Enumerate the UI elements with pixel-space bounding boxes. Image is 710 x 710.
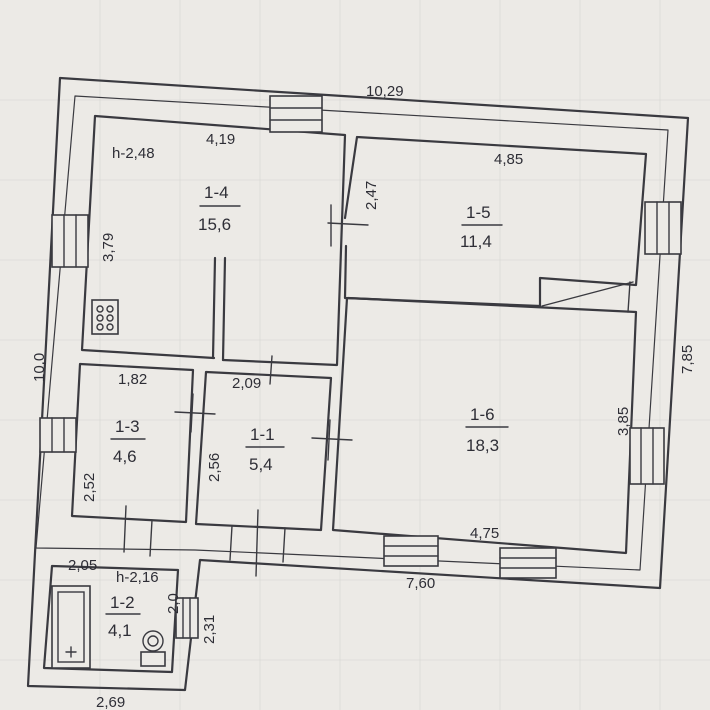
height-annex: h-2,16 — [116, 569, 159, 586]
room-1-2-id: 1-2 — [110, 593, 135, 612]
window-bottom-a — [383, 535, 439, 567]
room-1-1-area: 5,4 — [249, 455, 273, 474]
room-1-5-wall — [343, 135, 648, 308]
room-1-4-width: 4,19 — [206, 131, 235, 148]
room-1-4-area: 15,6 — [198, 215, 231, 234]
room-1-4-wall — [80, 114, 347, 367]
outer-bottom-dimension: 7,60 — [406, 575, 435, 592]
height-main: h-2,48 — [112, 145, 155, 162]
room-1-4-depth: 3,79 — [100, 233, 117, 262]
room-1-2-depth: 2,0 — [165, 593, 182, 614]
partition-1-4b — [221, 256, 227, 362]
window-left-lower — [39, 417, 77, 453]
room-1-6-depth: 3,85 — [615, 407, 632, 436]
room-1-3-width: 1,82 — [118, 371, 147, 388]
room-1-2-wall — [42, 564, 180, 674]
toilet-icon — [140, 630, 166, 667]
room-1-1-depth: 2,56 — [206, 453, 223, 482]
room-1-3-wall — [70, 362, 195, 524]
room-1-1-width: 2,09 — [232, 375, 261, 392]
room-1-2-annex-depth: 2,31 — [201, 615, 218, 644]
stair-diagonal — [541, 281, 634, 307]
stair-edge — [627, 281, 631, 313]
window-bottom-b — [499, 547, 557, 579]
annex-bottom-dimension: 2,69 — [96, 694, 125, 710]
room-1-5-area: 11,4 — [460, 232, 492, 251]
outer-wall — [26, 76, 690, 692]
window-left — [51, 214, 89, 268]
room-1-6-width: 4,75 — [470, 525, 499, 542]
room-1-3-depth: 2,52 — [81, 473, 98, 502]
window-right-top — [644, 201, 682, 255]
room-1-3-area: 4,6 — [113, 447, 137, 466]
window-top — [269, 95, 323, 133]
room-1-5-width: 4,85 — [494, 151, 523, 168]
room-1-3-id: 1-3 — [115, 417, 140, 436]
room-1-6-wall — [331, 296, 638, 555]
room-1-5-id: 1-5 — [466, 203, 491, 222]
room-1-5-depth: 2,47 — [363, 181, 380, 210]
door-marks — [123, 204, 369, 577]
room-1-6-area: 18,3 — [466, 436, 499, 455]
room-1-1-wall — [194, 370, 333, 532]
room-1-2-width: 2,05 — [68, 557, 97, 574]
window-annex — [175, 597, 199, 639]
room-1-6-id: 1-6 — [470, 405, 495, 424]
outer-top-dimension: 10,29 — [366, 83, 404, 100]
outer-right-dimension: 7,85 — [679, 345, 696, 374]
stove-icon — [91, 299, 119, 335]
bathtub-icon — [51, 585, 91, 669]
outer-left-dimension: 10,0 — [31, 353, 48, 382]
room-1-1-id: 1-1 — [250, 425, 275, 444]
room-1-2-area: 4,1 — [108, 621, 132, 640]
partition-1-4 — [211, 256, 217, 360]
room-1-4-id: 1-4 — [204, 183, 229, 202]
window-right — [629, 427, 665, 485]
